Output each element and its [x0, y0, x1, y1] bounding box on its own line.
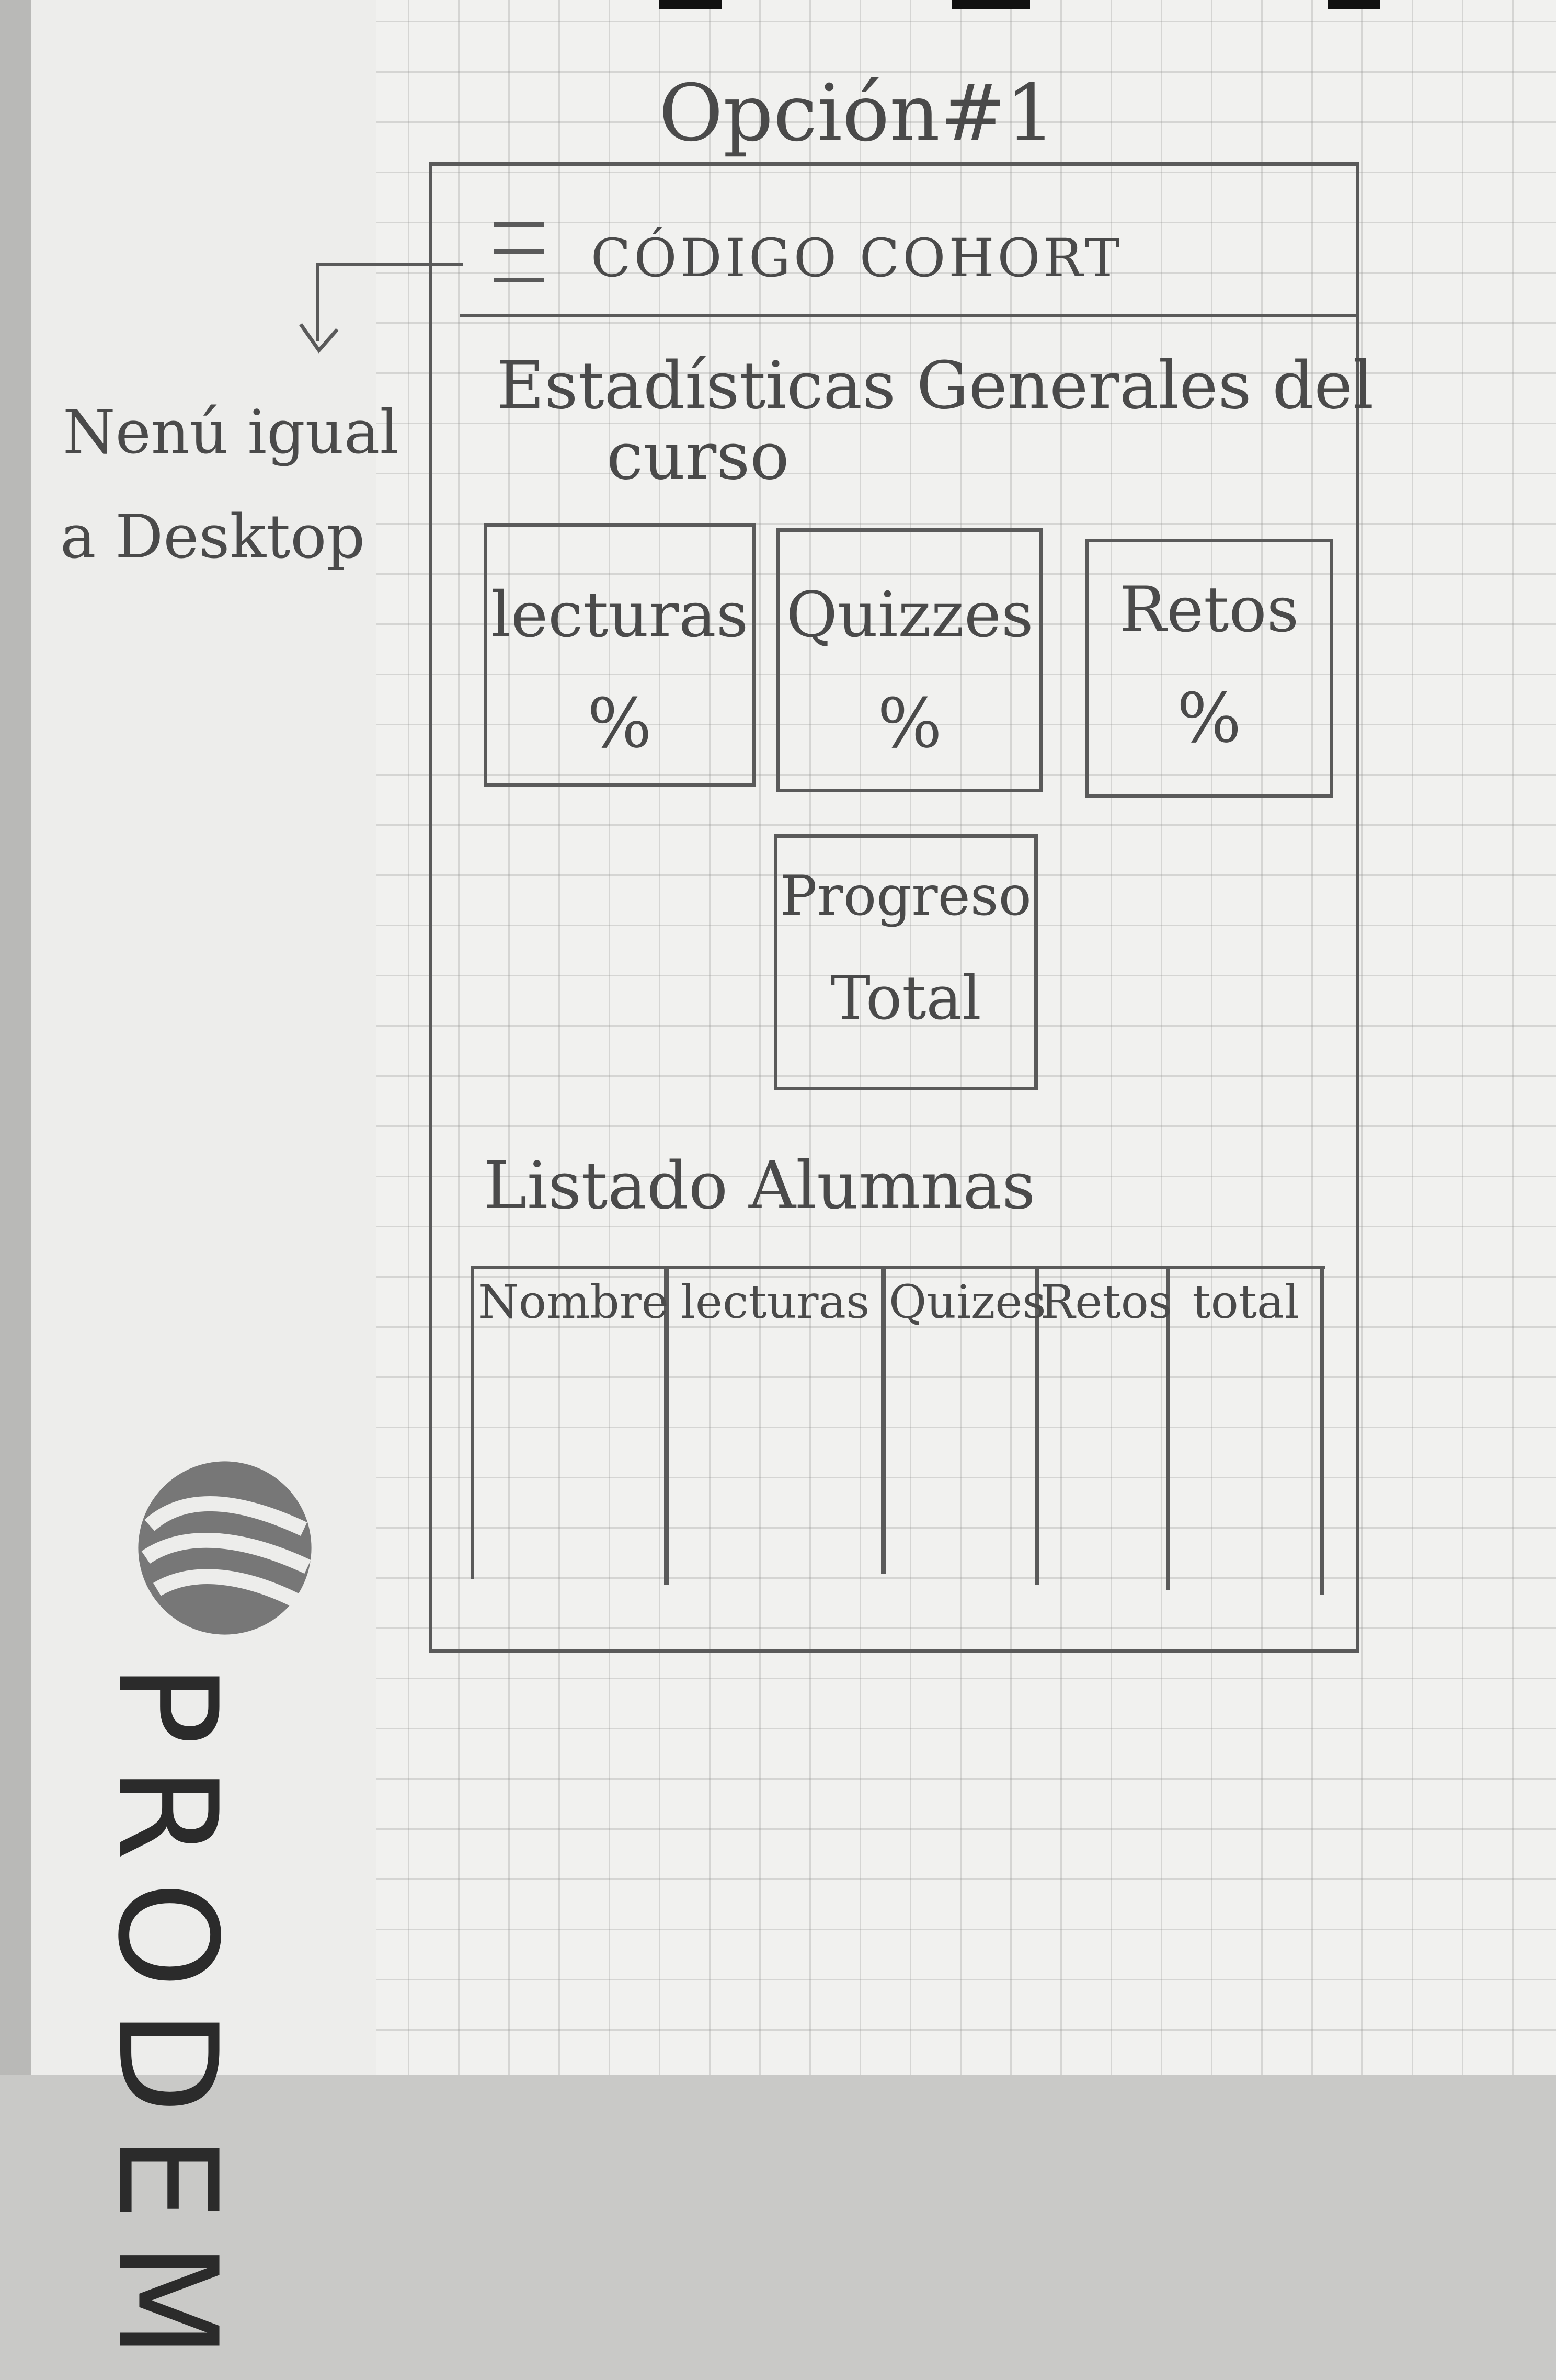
- stat-card-value: %: [877, 684, 942, 763]
- top-mark: [1328, 0, 1380, 9]
- top-mark: [659, 0, 722, 9]
- stat-card-value: %: [1176, 678, 1242, 758]
- stats-section-title-2: curso: [607, 418, 790, 494]
- students-table: Nombre lecturas Quizes Retos total: [471, 1266, 1325, 1595]
- header-divider: [460, 314, 1359, 317]
- column-header-nombre[interactable]: Nombre: [478, 1275, 669, 1329]
- stat-card-label: Quizzes: [786, 579, 1034, 652]
- column-header-retos[interactable]: Retos: [1040, 1275, 1172, 1329]
- stat-card-quizzes[interactable]: Quizzes %: [776, 528, 1043, 792]
- arrow-head-icon: [299, 323, 339, 354]
- stats-section-title: Estadísticas Generales del: [497, 348, 1374, 424]
- paper-margin: [31, 0, 376, 2075]
- header-top-border: [465, 162, 1354, 166]
- stat-card-label: lecturas: [490, 579, 749, 652]
- students-section-title: Listado Alumnas: [484, 1148, 1036, 1224]
- cohort-code-label: CÓDIGO COHORT: [591, 227, 1123, 289]
- brand-name: PRODEM: [88, 1663, 246, 2380]
- annotation-line-1: Nenú igual: [63, 397, 399, 468]
- total-progress-card[interactable]: Progreso Total: [774, 834, 1038, 1090]
- annotation-arrow-vertical: [316, 263, 319, 341]
- column-header-total[interactable]: total: [1192, 1275, 1299, 1329]
- column-header-quizes[interactable]: Quizes: [889, 1275, 1046, 1329]
- hamburger-icon[interactable]: [494, 222, 544, 288]
- annotation-arrow-horizontal: [316, 263, 463, 266]
- column-header-lecturas[interactable]: lecturas: [680, 1275, 870, 1329]
- stat-card-label: Retos: [1119, 574, 1299, 646]
- stat-card-lecturas[interactable]: lecturas %: [484, 523, 756, 787]
- annotation-line-2: a Desktop: [60, 502, 365, 572]
- stat-card-value: %: [587, 684, 652, 763]
- prodem-logo-icon: [138, 1461, 312, 1635]
- total-progress-label-2: Total: [830, 963, 981, 1033]
- paper-edge-strip: [0, 0, 31, 2075]
- sketch-title: Opción#1: [659, 68, 1056, 159]
- total-progress-label-1: Progreso: [780, 864, 1032, 928]
- stat-card-retos[interactable]: Retos %: [1085, 539, 1333, 798]
- top-mark: [952, 0, 1030, 9]
